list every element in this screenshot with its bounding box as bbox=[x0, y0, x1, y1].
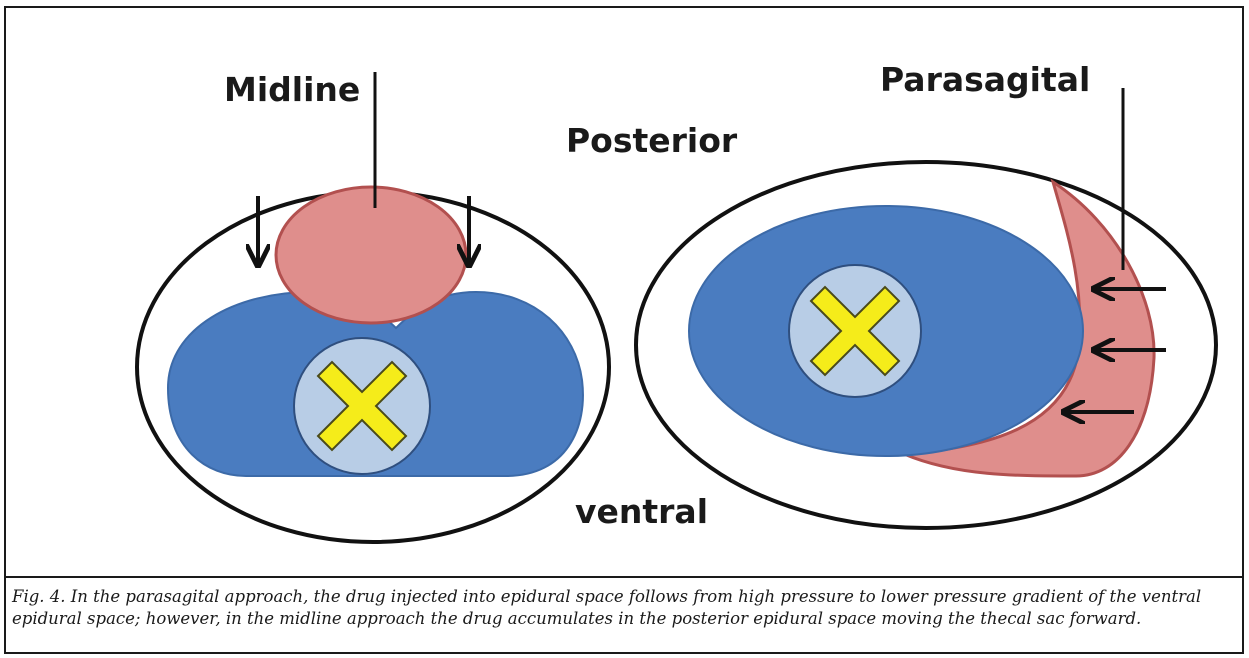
caption-divider bbox=[6, 576, 1242, 578]
midline-cross-section bbox=[137, 72, 609, 542]
label-parasagital: Parasagital bbox=[880, 60, 1090, 99]
label-ventral: ventral bbox=[575, 492, 708, 531]
midline-drug-bolus bbox=[276, 187, 466, 323]
epidural-diagram-svg: Midline Parasagital Posterior ventral bbox=[6, 8, 1242, 578]
figure-diagram: Midline Parasagital Posterior ventral bbox=[6, 8, 1242, 578]
label-posterior: Posterior bbox=[566, 121, 738, 160]
figure-caption: Fig. 4. In the parasagital approach, the… bbox=[12, 586, 1232, 630]
figure-frame: Midline Parasagital Posterior ventral Fi… bbox=[4, 6, 1244, 654]
label-midline: Midline bbox=[224, 70, 360, 109]
